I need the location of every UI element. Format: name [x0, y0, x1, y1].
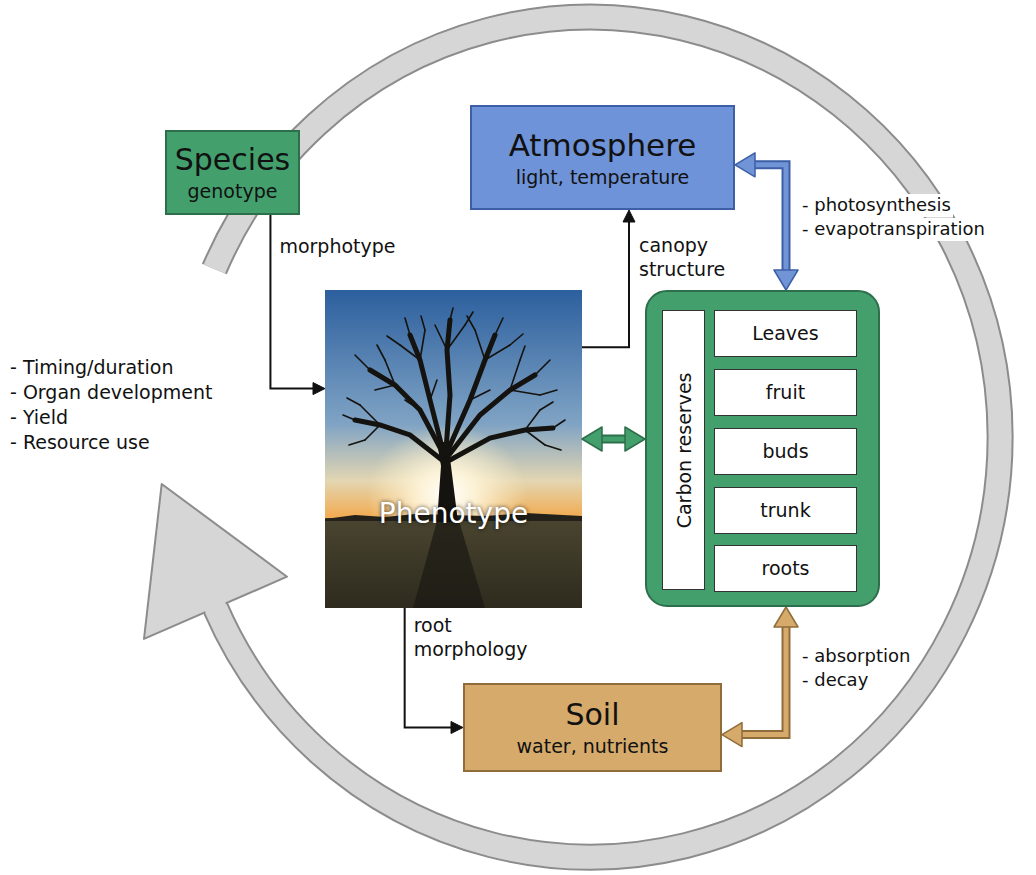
- note-label: - photosynthesis: [800, 194, 953, 217]
- reserve-exchange-arrow: [582, 427, 645, 451]
- soil-box: Soilwater, nutrients: [463, 683, 722, 772]
- atmosphere-exchange-arrow: [735, 153, 798, 290]
- node-title: Atmosphere: [509, 127, 697, 164]
- arrow-head: [582, 427, 602, 451]
- note-label: - Resource use: [8, 431, 152, 455]
- organ-box: buds: [714, 428, 857, 475]
- arrow-head: [623, 210, 635, 222]
- node-title: Phenotype: [379, 497, 528, 531]
- organ-box: fruit: [714, 369, 857, 416]
- edge-label: morphotype: [277, 235, 397, 259]
- node-subtitle: genotype: [188, 180, 278, 203]
- node-subtitle: water, nutrients: [517, 735, 669, 758]
- arrow-head: [313, 383, 325, 395]
- node-title: roots: [762, 557, 810, 580]
- connector-line: [749, 165, 786, 276]
- organ-panel: Carbon reserves Leaves fruit buds trunk roots: [645, 290, 880, 607]
- node-subtitle: light, temperature: [516, 166, 690, 189]
- arrow-head: [735, 153, 755, 177]
- edge-label: root morphology: [412, 614, 530, 662]
- phenotype-photo: Phenotype: [325, 290, 582, 608]
- canopy-arrow: [582, 210, 635, 347]
- node-title: trunk: [760, 499, 810, 522]
- organ-box: roots: [714, 545, 857, 592]
- arrow-head: [451, 722, 463, 734]
- organ-box: Leaves: [714, 310, 857, 357]
- arrow-head: [774, 607, 798, 627]
- node-title: Leaves: [752, 322, 818, 345]
- atmosphere-box: Atmospherelight, temperature: [470, 105, 735, 210]
- connector-outline: [736, 621, 786, 735]
- note-label: - Organ development: [8, 381, 214, 405]
- tree-photo: [325, 290, 582, 608]
- arrow-head: [722, 723, 742, 747]
- soil-exchange-arrow: [722, 607, 798, 747]
- connector-line: [736, 621, 786, 735]
- node-title: buds: [762, 440, 808, 463]
- connector-line: [582, 218, 629, 347]
- arrow-head: [774, 270, 798, 290]
- species-box: Speciesgenotype: [165, 130, 300, 215]
- arrow-head: [625, 427, 645, 451]
- node-title: Carbon reserves: [672, 372, 695, 528]
- node-title: Species: [175, 142, 290, 178]
- note-label: - evapotranspiration: [800, 218, 987, 241]
- note-label: - Yield: [8, 406, 70, 430]
- note-label: - absorption: [800, 645, 912, 668]
- node-title: fruit: [766, 381, 805, 404]
- edge-label: canopy structure: [637, 234, 727, 282]
- node-title: Soil: [565, 697, 619, 733]
- note-label: - decay: [800, 669, 870, 692]
- carbon-reserves-box: Carbon reserves: [662, 310, 705, 590]
- organ-box: trunk: [714, 487, 857, 534]
- connector-outline: [749, 165, 786, 276]
- note-label: - Timing/duration: [8, 356, 175, 380]
